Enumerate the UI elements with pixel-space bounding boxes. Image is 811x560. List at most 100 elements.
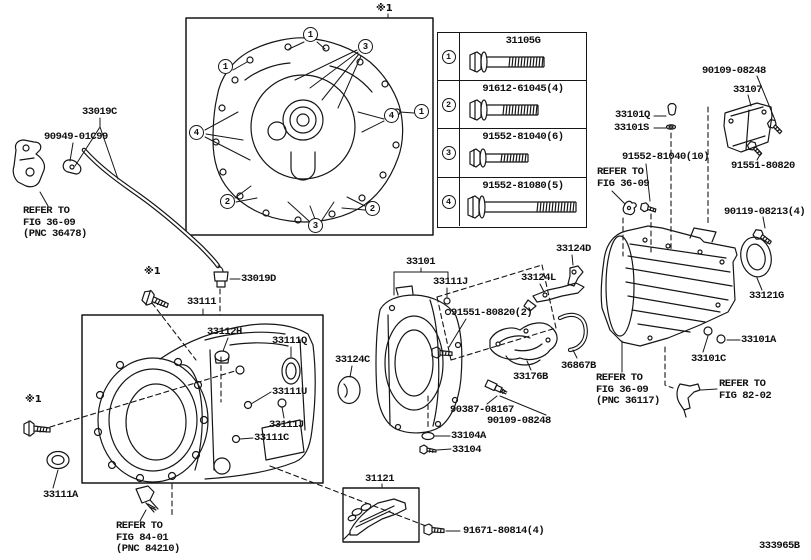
bolt-ref1-top [141,289,169,309]
part-label-33101s: 33101S [614,122,649,134]
part-label-33112h: 33112H [207,326,242,338]
bolt-icon [469,51,545,73]
legend-part-number: 91612-61045(4) [482,83,564,96]
part-label-31121: 31121 [365,473,395,485]
refer-note-line: REFER TO [23,205,70,217]
part-label-33101: 33101 [406,256,436,268]
bolt-ref-36-09 [639,202,657,213]
bolt-90109-top [766,118,783,135]
part-label-33101q: 33101Q [615,109,650,121]
housing-leader-lines [349,267,547,451]
part-label-90119082134: 90119-08213(4) [724,206,806,218]
refer-note-line: FIG 84-01 [116,531,169,544]
bolt-icon [469,99,539,121]
refer-note-line: REFER TO [719,378,766,390]
part-label-9038708167: 90387-08167 [450,404,514,416]
fork-ref-82-02 [676,383,701,418]
part-label-33111j: 33111J [269,419,304,431]
retainer-and-levers [489,254,588,371]
clutch-housing-33101 [337,267,547,455]
part-label-33111: 33111 [187,296,217,308]
part-label-33176b: 33176B [513,371,548,383]
part-label-33101a: 33101A [741,334,776,346]
callout-number-4: 4 [189,125,204,140]
part-label-9094901c99: 90949-01C99 [44,131,108,143]
legend-part-number: 91552-81080(5) [482,179,564,192]
part-label-33124c: 33124C [335,354,370,366]
legend-part-number: 31105G [505,35,541,47]
clip-ref-36-09 [622,200,637,216]
part-label-33019d: 33019D [241,273,276,285]
part-label-33111u: 33111U [272,386,307,398]
bolt-33104 [419,444,437,455]
extension-housing [600,216,772,418]
refer-note-line: (PNC 84210) [116,543,180,555]
refer-note-line: (PNC 36117) [596,395,660,407]
part-label-91671808144: 91671-80814(4) [463,525,545,537]
bolt-ref1-bottom [23,420,51,437]
bolt-icon [469,148,529,169]
refer-note-line: FIG 82-02 [719,389,772,402]
callout-number-3: 3 [358,39,373,54]
figure-code: 333965B [759,540,800,552]
callout-number-1: 1 [303,27,318,42]
reference-marker: ※1 [144,266,161,277]
refer-note-line: REFER TO [596,372,643,384]
part-label-33104: 33104 [452,444,482,456]
part-label-915528104010: 91552-81040(10) [622,151,710,163]
box-leader-lines [381,483,461,532]
callout-number-1: 1 [414,104,429,119]
refer-note-line: (PNC 36478) [23,228,87,240]
legend-row: 4 91552-81080(5) [438,177,586,226]
part-label-9010908248: 90109-08248 [702,65,766,77]
part-label-33124d: 33124D [556,243,591,255]
hose-leader-lines [39,117,241,280]
part-label-33101c: 33101C [691,353,726,365]
bolt-90119 [752,229,772,245]
part-label-9155180820: 91551-80820 [731,160,795,172]
bolt-91671 [423,523,445,536]
refer-note-line: REFER TO [116,520,163,532]
callout-number-2: 2 [365,201,380,216]
refer-note-line: FIG 36-09 [597,177,650,190]
reference-marker: ※1 [25,394,42,405]
part-label-33111a: 33111A [43,489,78,501]
callout-leader-lines [204,13,415,222]
part-label-33121g: 33121G [749,290,784,302]
legend-callout-4: 4 [441,194,456,209]
callout-number-2: 2 [220,194,235,209]
callout-number-4: 4 [384,108,399,123]
refer-note-line: FIG 36-09 [596,383,649,396]
dashed-projection-lines [49,106,709,527]
switch-ref-84-01 [135,485,159,513]
detail-box-31121 [342,483,461,543]
callout-number-1: 1 [218,59,233,74]
cover-leader-lines [611,75,776,205]
part-label-33124l: 33124L [521,272,556,284]
part-label-9010908248: 90109-08248 [487,415,551,427]
part-label-91551808202: 91551-80820(2) [451,307,533,319]
refer-note-line: FIG 36-09 [23,216,76,229]
legend-callout-3: 3 [441,145,456,160]
reference-marker: ※1 [376,3,393,14]
part-label-33111j: 33111J [433,276,468,288]
bolt-icon [467,194,577,219]
legend-part-number: 91552-81040(6) [482,131,564,144]
bolt-91551-80820-2 [431,346,453,359]
oil-seal-33121g [740,236,772,278]
legend-callout-1: 1 [441,49,456,64]
cover-33107 [611,75,783,216]
legend-callout-2: 2 [441,97,456,112]
legend-row: 3 91552-81040(6) [438,129,586,178]
detail-box-housing-front [185,13,434,236]
part-label-36867b: 36867B [561,360,596,372]
fastener-legend: 1 31105G 2 91612-61045(4) [437,32,587,228]
bolt-91551-top [746,140,763,157]
part-label-33019c: 33019C [82,106,117,118]
